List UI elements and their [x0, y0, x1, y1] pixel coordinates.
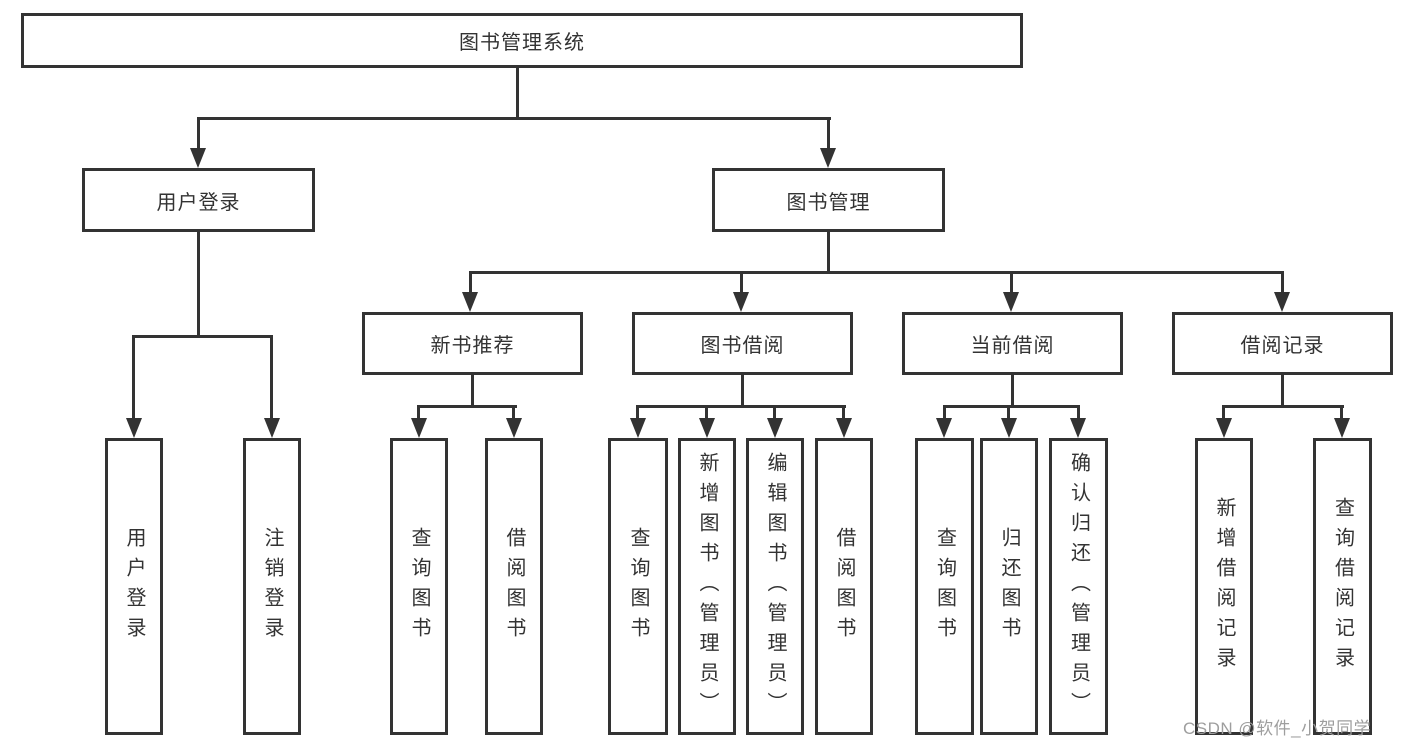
leaf-logout-login-label: 注销登录: [261, 526, 283, 647]
leaf-cb-query-books: 查询图书: [915, 438, 974, 735]
arrow-down-icon: [506, 418, 522, 438]
connector-bookborrow-drop: [740, 271, 743, 294]
arrow-down-icon: [936, 418, 952, 438]
node-current-borrow-label: 当前借阅: [970, 335, 1055, 357]
node-book-management: 图书管理: [712, 168, 945, 232]
connector-borrowrecords-leaf2-drop: [1340, 405, 1343, 420]
connector-bookborrow-leaf3-drop: [773, 405, 776, 420]
connector-borrowrecords-drop: [1281, 271, 1284, 294]
arrow-down-icon: [767, 418, 783, 438]
arrow-down-icon: [411, 418, 427, 438]
connector-newbook-drop: [469, 271, 472, 294]
connector-bookborrow-leaf4-drop: [842, 405, 845, 420]
connector-level2-hline: [197, 117, 831, 120]
connector-newbook-vline: [471, 375, 474, 408]
connector-currentborrow-hline: [943, 405, 1080, 408]
arrow-down-icon: [190, 148, 206, 168]
leaf-cb-return-books-label: 归还图书: [998, 526, 1020, 647]
leaf-bb-borrow-books-label: 借阅图书: [833, 526, 855, 647]
leaf-logout-login: 注销登录: [243, 438, 301, 735]
node-current-borrow: 当前借阅: [902, 312, 1123, 375]
arrow-down-icon: [1001, 418, 1017, 438]
leaf-br-add-record: 新增借阅记录: [1195, 438, 1253, 735]
watermark-text: CSDN @软件_小贺同学: [1183, 719, 1372, 738]
connector-bookborrow-vline: [741, 375, 744, 408]
connector-borrowrecords-leaf1-drop: [1222, 405, 1225, 420]
arrow-down-icon: [836, 418, 852, 438]
connector-book-mgmt-vline: [827, 232, 830, 274]
connector-newbook-leaf1-drop: [417, 405, 420, 420]
connector-root-vline: [516, 68, 519, 119]
arrow-down-icon: [1216, 418, 1232, 438]
leaf-br-add-record-label: 新增借阅记录: [1213, 496, 1235, 677]
arrow-down-icon: [462, 292, 478, 312]
leaf-br-query-record-label: 查询借阅记录: [1331, 496, 1354, 677]
connector-bookborrow-leaf2-drop: [705, 405, 708, 420]
connector-bookborrow-hline: [636, 405, 846, 408]
leaf-nb-query-books: 查询图书: [390, 438, 448, 735]
leaf-user-login-label: 用户登录: [123, 526, 145, 647]
connector-user-login-leaf2-drop: [270, 335, 273, 420]
connector-user-login-vline: [197, 232, 200, 338]
node-user-login: 用户登录: [82, 168, 315, 232]
connector-currentborrow-drop: [1010, 271, 1013, 294]
connector-user-login-drop: [197, 117, 200, 150]
node-book-borrow: 图书借阅: [632, 312, 853, 375]
connector-borrowrecords-hline: [1222, 405, 1344, 408]
arrow-down-icon: [126, 418, 142, 438]
arrow-down-icon: [820, 148, 836, 168]
connector-currentborrow-leaf3-drop: [1077, 405, 1080, 420]
node-root: 图书管理系统: [21, 13, 1023, 68]
arrow-down-icon: [1070, 418, 1086, 438]
arrow-down-icon: [264, 418, 280, 438]
node-book-borrow-label: 图书借阅: [700, 335, 785, 357]
arrow-down-icon: [630, 418, 646, 438]
arrow-down-icon: [733, 292, 749, 312]
node-borrow-records: 借阅记录: [1172, 312, 1393, 375]
connector-borrowrecords-vline: [1281, 375, 1284, 408]
leaf-bb-edit-books-admin: 编辑图书（管理员）: [746, 438, 804, 735]
connector-book-mgmt-drop: [827, 117, 830, 150]
connector-currentborrow-leaf1-drop: [943, 405, 946, 420]
leaf-br-query-record: 查询借阅记录: [1313, 438, 1372, 735]
node-root-label: 图书管理系统: [459, 32, 585, 54]
leaf-nb-borrow-books-label: 借阅图书: [503, 526, 525, 647]
arrow-down-icon: [1274, 292, 1290, 312]
leaf-nb-borrow-books: 借阅图书: [485, 438, 543, 735]
connector-user-login-hline: [132, 335, 273, 338]
node-borrow-records-label: 借阅记录: [1240, 335, 1325, 357]
leaf-bb-edit-books-admin-label: 编辑图书（管理员）: [764, 451, 786, 722]
leaf-bb-add-books-admin-label: 新增图书（管理员）: [696, 451, 718, 722]
leaf-nb-query-books-label: 查询图书: [408, 526, 430, 647]
connector-user-login-leaf1-drop: [132, 335, 135, 420]
node-new-book-recommend: 新书推荐: [362, 312, 583, 375]
connector-newbook-leaf2-drop: [512, 405, 515, 420]
node-new-book-recommend-label: 新书推荐: [430, 335, 515, 357]
connector-level3-hline: [469, 271, 1284, 274]
node-book-management-label: 图书管理: [786, 191, 871, 214]
arrow-down-icon: [1334, 418, 1350, 438]
connector-currentborrow-vline: [1011, 375, 1014, 408]
connector-newbook-hline: [417, 405, 517, 408]
leaf-bb-query-books: 查询图书: [608, 438, 668, 735]
connector-bookborrow-leaf1-drop: [636, 405, 639, 420]
arrow-down-icon: [1003, 292, 1019, 312]
node-user-login-label: 用户登录: [156, 191, 241, 214]
arrow-down-icon: [699, 418, 715, 438]
leaf-cb-return-books: 归还图书: [980, 438, 1038, 735]
leaf-bb-borrow-books: 借阅图书: [815, 438, 873, 735]
leaf-bb-add-books-admin: 新增图书（管理员）: [678, 438, 736, 735]
connector-currentborrow-leaf2-drop: [1007, 405, 1010, 420]
leaf-cb-query-books-label: 查询图书: [933, 526, 956, 647]
leaf-cb-confirm-return-admin: 确认归还（管理员）: [1049, 438, 1108, 735]
leaf-user-login: 用户登录: [105, 438, 163, 735]
leaf-bb-query-books-label: 查询图书: [627, 526, 649, 647]
leaf-cb-confirm-return-admin-label: 确认归还（管理员）: [1067, 451, 1090, 722]
